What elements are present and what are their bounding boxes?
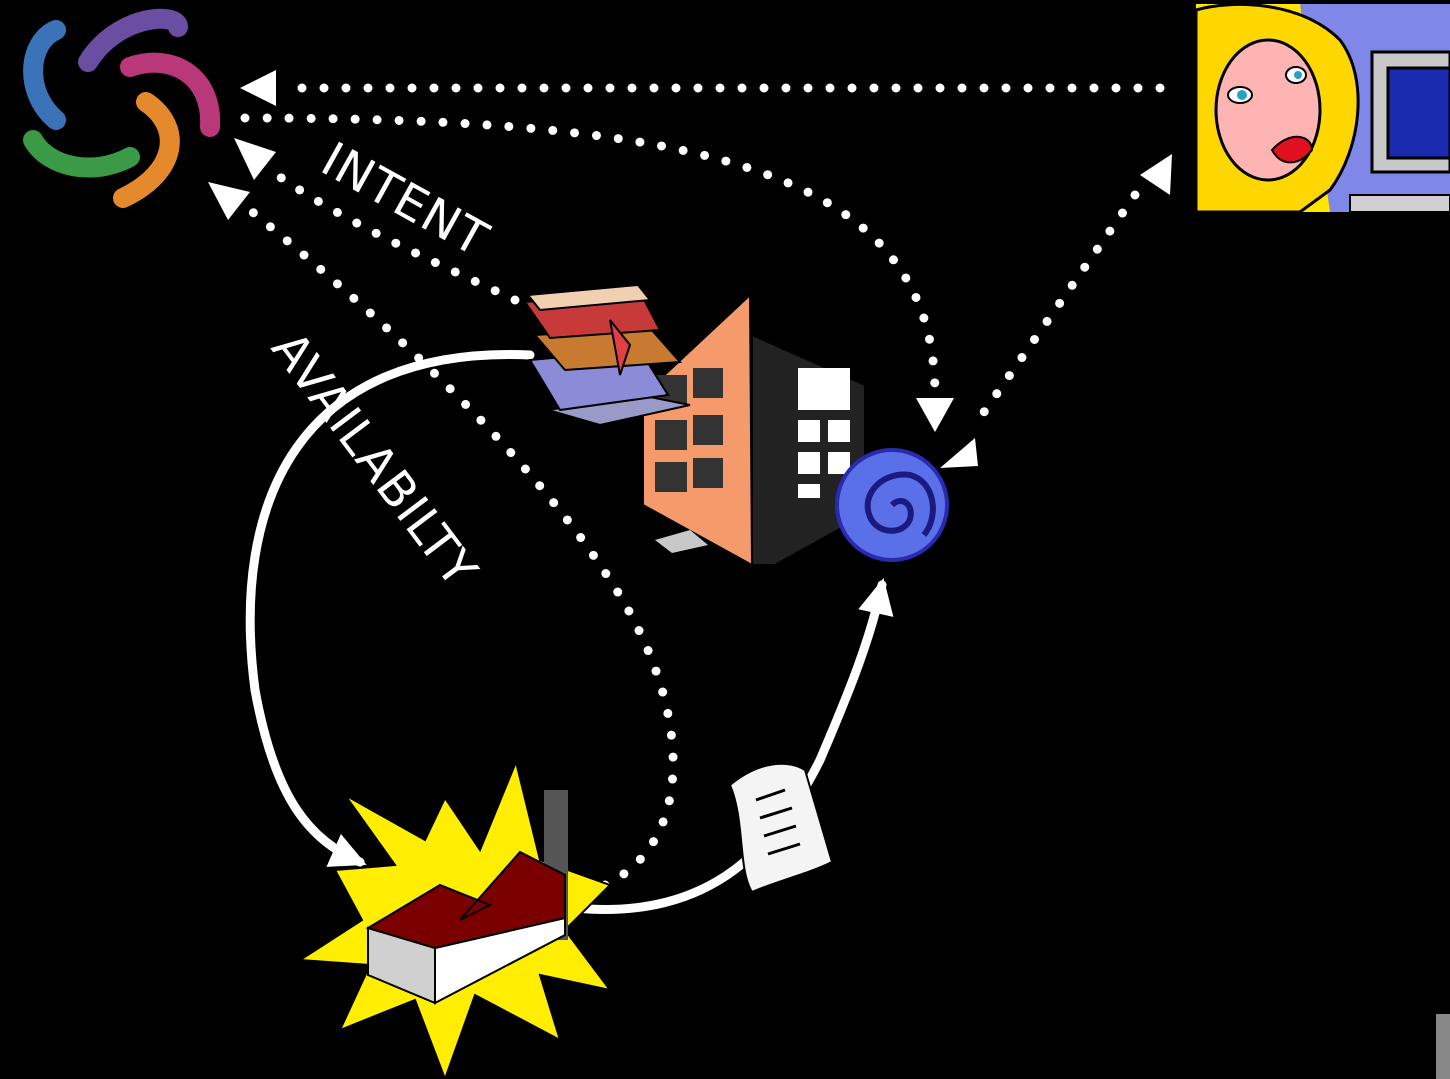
triangle-head-logo-availability [208, 182, 250, 220]
triangle-head-logo-top [240, 70, 276, 106]
dotted-connectors [208, 70, 1172, 890]
dotted-arrow-availability [245, 205, 678, 890]
dotted-arrow-user-to-web [970, 190, 1140, 430]
corner-fragment [1436, 1014, 1450, 1079]
blue-spiral-icon [835, 448, 949, 562]
solid-arrow-factory-to-web [570, 577, 894, 914]
factory-burst-icon [296, 758, 613, 1079]
triangle-head-logo-intent [234, 138, 276, 180]
book-stack-icon [523, 283, 691, 427]
dotted-arrow-intent [265, 165, 520, 305]
swirl-logo-icon [23, 8, 221, 208]
solid-arrow-library-to-factory [245, 350, 535, 867]
office-building-icon [642, 292, 866, 567]
availability-label: AVAILABILTY [260, 322, 488, 599]
woman-at-computer-icon [1194, 2, 1450, 214]
triangle-head-web-right [940, 438, 978, 468]
paper-document-icon [728, 762, 834, 894]
triangle-head-web-top [916, 398, 954, 432]
intent-label: INTENT [312, 132, 497, 269]
triangle-head-user [1140, 154, 1172, 195]
